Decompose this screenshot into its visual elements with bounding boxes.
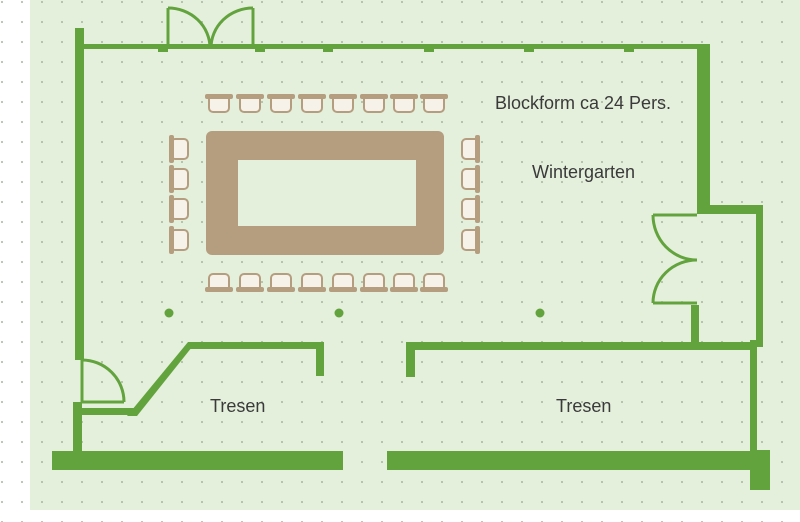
chair [329,94,357,113]
chair [461,165,480,193]
bar-label-right: Tresen [556,396,611,416]
doors [80,6,698,404]
right-outer-wall [750,340,757,475]
counter-right-end [406,342,415,377]
chair [298,273,326,292]
counter-left-base [82,408,134,415]
setup-label: Blockform ca 24 Pers. [495,93,671,113]
chair [169,195,189,223]
chair [461,135,480,163]
chair [169,135,189,163]
double-door-right [651,213,698,305]
chair [390,94,418,113]
pillar [334,308,344,318]
bottom-wall-left [52,451,343,470]
pillar [164,308,174,318]
left-wall-lower [73,402,82,452]
chair [267,94,295,113]
chair [329,273,357,292]
chair [360,94,388,113]
pillars [164,308,545,318]
top-wall [75,44,707,49]
block-table-center [238,160,416,226]
counter-right-top [406,342,756,350]
double-door-top [166,6,255,49]
block-table-setup [169,94,480,292]
room-label: Wintergarten [532,162,635,182]
chair [298,94,326,113]
window-mullion [624,44,634,52]
pillar [535,308,545,318]
bottom-wall-right [387,451,757,470]
chair [169,226,189,254]
window-mullion [424,44,434,52]
chair [267,273,295,292]
chair-column-left [169,135,189,254]
chair [420,94,448,113]
right-wall-lower [691,305,699,345]
chair [169,165,189,193]
chair [236,273,264,292]
chair [461,226,480,254]
right-wall-upper [697,44,710,214]
counter-left-end [316,342,324,376]
chair-row-bottom [205,273,448,292]
counter-left-diagonal [127,342,196,416]
chair [205,94,233,113]
annex-top-wall [697,205,763,214]
walls [52,28,770,490]
chair [205,273,233,292]
chair [360,273,388,292]
window-mullion [158,44,168,52]
chair [461,195,480,223]
door-left-bottom [80,358,126,404]
annex-right-wall [756,205,763,347]
chair [390,273,418,292]
chair [420,273,448,292]
chair-row-top [205,94,448,113]
chair-column-right [461,135,480,254]
window-mullion [255,44,265,52]
counter-left-top [188,342,324,349]
window-mullion [323,44,333,52]
chair [236,94,264,113]
left-wall [75,28,84,360]
bar-label-left: Tresen [210,396,265,416]
window-mullion [524,44,534,52]
